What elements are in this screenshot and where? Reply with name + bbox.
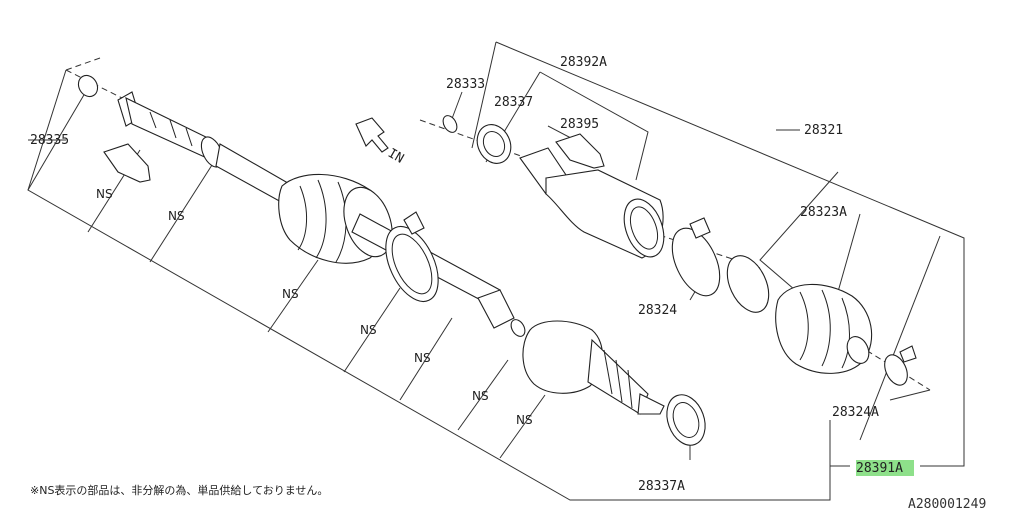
bracket-lines [27,41,965,501]
label-28324: 28324 [638,303,677,318]
footnote: ※NS表示の部品は、非分解の為、単品供給しておりません。 [30,483,328,497]
label-28337A: 28337A [638,479,685,494]
drawing-number: A280001249 [908,497,986,511]
ns-label: NS [96,187,113,201]
ns-label: NS [472,389,489,403]
direction-arrow-icon: IN [355,117,406,167]
ns-labels: NS NS NS NS NS NS NS [96,187,533,427]
label-28321: 28321 [804,123,843,138]
label-28333: 28333 [446,77,485,92]
direction-label: IN [385,146,406,167]
left-shaft-assembly [77,74,706,446]
label-28323A: 28323A [800,205,847,220]
ns-label: NS [168,209,185,223]
label-28395: 28395 [560,117,599,132]
ns-label: NS [360,323,377,337]
right-joint-parts [442,115,917,386]
ns-label: NS [414,351,431,365]
label-28324A: 28324A [832,405,879,420]
label-28337: 28337 [494,95,533,110]
ns-label: NS [516,413,533,427]
label-28335: 28335 [30,133,69,148]
label-28391A: 28391A [856,461,903,476]
callout-labels: 28335 28333 28337 28392A 28395 28321 283… [30,55,903,494]
ns-label: NS [282,287,299,301]
label-28392A: 28392A [560,55,607,70]
highlight-28391A [856,460,914,476]
